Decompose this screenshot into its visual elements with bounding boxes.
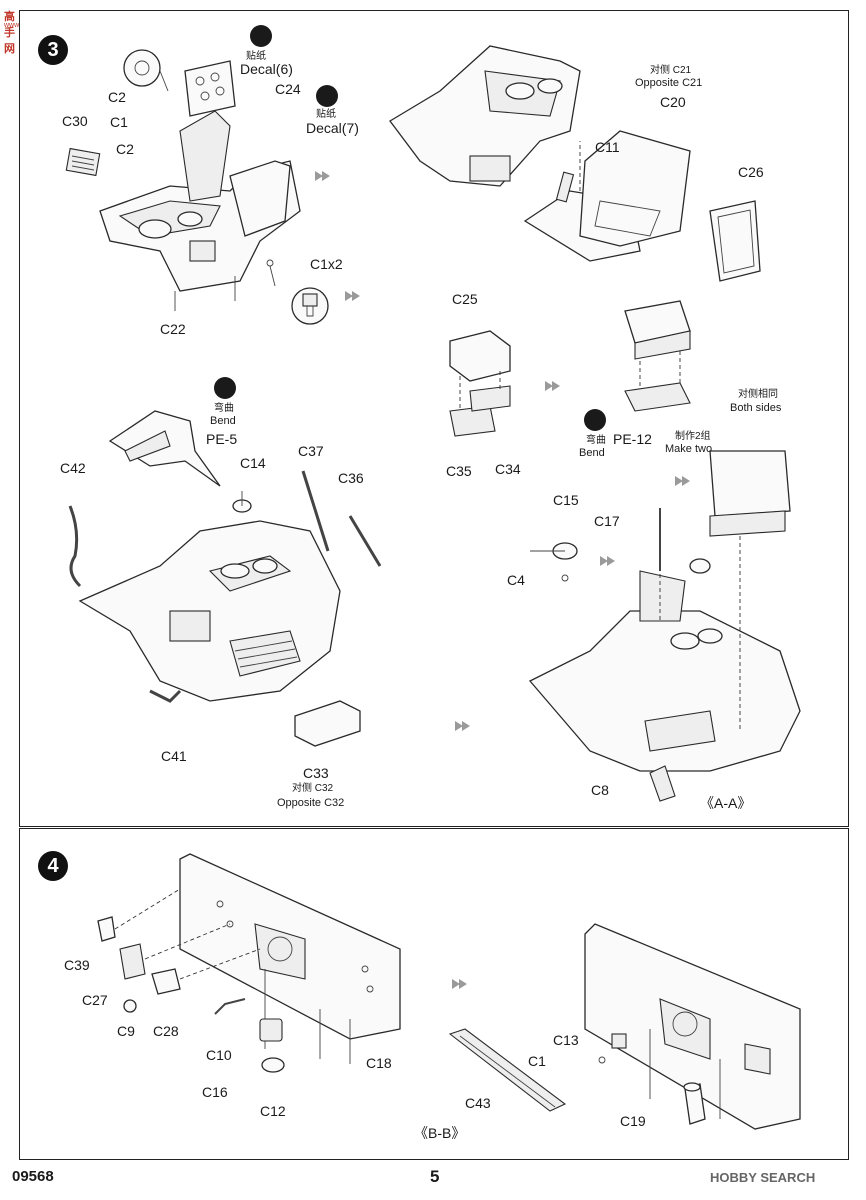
label-c9: C9 bbox=[117, 1023, 135, 1039]
bend2-cn: 弯曲 bbox=[586, 435, 606, 446]
parts-c39-c27-c28-c9 bbox=[97, 888, 261, 1013]
label-c10: C10 bbox=[206, 1047, 232, 1063]
decal7-cn: 贴纸 bbox=[316, 109, 336, 120]
opposite-c32-cn: 对侧 C32 bbox=[292, 783, 334, 794]
cab-floor-assembly-bottomleft bbox=[78, 520, 341, 702]
step-3-panel: 3 C30 C2 C1 C2 C24 C22 C1x2 贴纸 Decal(6) … bbox=[19, 10, 849, 827]
section-aa-label: 《A-A》 bbox=[700, 795, 752, 811]
label-bend: Bend bbox=[579, 447, 605, 459]
product-code: 09568 bbox=[12, 1168, 54, 1185]
label-c28: C28 bbox=[153, 1023, 179, 1039]
label-opposite-c21: Opposite C21 bbox=[635, 77, 703, 89]
step-3-number: 3 bbox=[38, 35, 68, 65]
label-make-two: Make two bbox=[665, 443, 713, 455]
label-bend: Bend bbox=[210, 415, 236, 427]
label-c33: C33 bbox=[303, 765, 329, 781]
opposite-c21-cn: 对侧 C21 bbox=[650, 65, 692, 76]
parts-c37-c36 bbox=[301, 470, 382, 567]
part-pe12 bbox=[624, 382, 691, 412]
label-c26: C26 bbox=[738, 164, 764, 180]
decal6-cn: 贴纸 bbox=[246, 51, 266, 62]
label-pe12: PE-12 bbox=[613, 431, 652, 447]
part-c33 bbox=[294, 700, 361, 747]
part-c11 bbox=[555, 171, 575, 203]
label-c22: C22 bbox=[160, 321, 186, 337]
label-c1: C1 bbox=[528, 1053, 546, 1069]
flow-arrows bbox=[315, 171, 690, 731]
part-c30 bbox=[65, 147, 101, 177]
label-c16: C16 bbox=[202, 1084, 228, 1100]
label-c1: C1 bbox=[110, 114, 128, 130]
label-c36: C36 bbox=[338, 470, 364, 486]
part-c20 bbox=[579, 130, 691, 247]
firewall-left-c18 bbox=[179, 853, 401, 1064]
label-c2: C2 bbox=[108, 89, 126, 105]
label-c20: C20 bbox=[660, 94, 686, 110]
cab-floor-assembly-topleft bbox=[99, 110, 301, 311]
label-c2: C2 bbox=[116, 141, 134, 157]
step-3-drawing bbox=[65, 45, 801, 802]
parts-c13-c1-c19 bbox=[598, 1033, 706, 1125]
dashboard-c24 bbox=[184, 60, 236, 117]
label-c35: C35 bbox=[446, 463, 472, 479]
firewall-right bbox=[584, 923, 801, 1130]
pe5-callout bbox=[108, 410, 221, 487]
part-c14 bbox=[232, 491, 252, 513]
label-c37: C37 bbox=[298, 443, 324, 459]
bend-icon bbox=[584, 409, 606, 431]
decal-icon bbox=[250, 25, 272, 47]
label-decal6: Decal(6) bbox=[240, 61, 293, 77]
step-4-number: 4 bbox=[38, 851, 68, 881]
label-c43: C43 bbox=[465, 1095, 491, 1111]
label-c1x2: C1x2 bbox=[310, 256, 343, 272]
part-c26 bbox=[709, 200, 761, 282]
label-c34: C34 bbox=[495, 461, 521, 477]
step-4-drawing bbox=[97, 853, 801, 1130]
parts-c25-c34-c35 bbox=[449, 330, 511, 437]
label-c12: C12 bbox=[260, 1103, 286, 1119]
hobby-search-logo: HOBBY SEARCH bbox=[710, 1170, 816, 1185]
parts-c15-c4-c17-c8 bbox=[530, 508, 711, 802]
label-c8: C8 bbox=[591, 782, 609, 798]
part-c41 bbox=[149, 689, 182, 703]
wheel-detail bbox=[123, 49, 169, 92]
parts-c10-c16-c12 bbox=[214, 998, 285, 1073]
label-c11: C11 bbox=[595, 139, 620, 155]
label-c14: C14 bbox=[240, 455, 266, 471]
label-pe5: PE-5 bbox=[206, 431, 238, 447]
part-c43 bbox=[448, 1028, 567, 1112]
bend1-cn: 弯曲 bbox=[214, 403, 234, 414]
make-two-cn: 制作2组 bbox=[675, 431, 711, 442]
page-number: 5 bbox=[430, 1167, 440, 1186]
watermark-text: 高手网 bbox=[4, 11, 15, 55]
part-c42 bbox=[68, 505, 82, 588]
flow-arrows-step4 bbox=[452, 979, 467, 989]
label-c15: C15 bbox=[553, 492, 579, 508]
section-bb-label: 《B-B》 bbox=[414, 1125, 466, 1141]
label-c18: C18 bbox=[366, 1055, 392, 1071]
label-c39: C39 bbox=[64, 957, 90, 973]
cab-floor-assembly-bottomright bbox=[528, 450, 801, 772]
bend-icon bbox=[214, 377, 236, 399]
seat-cushion bbox=[624, 300, 691, 391]
step-4-panel: 4 C39 C27 C28 C9 C10 C16 C12 C18 C43 C13… bbox=[19, 828, 849, 1160]
decal-icon bbox=[316, 85, 338, 107]
part-c1x2-detail bbox=[266, 259, 329, 325]
label-opposite-c32: Opposite C32 bbox=[277, 797, 345, 809]
label-c13: C13 bbox=[553, 1032, 579, 1048]
label-c27: C27 bbox=[82, 992, 108, 1008]
label-c30: C30 bbox=[62, 113, 88, 129]
label-c24: C24 bbox=[275, 81, 301, 97]
label-both-sides: Both sides bbox=[730, 402, 782, 414]
label-c41: C41 bbox=[161, 748, 187, 764]
both-sides-cn: 对侧相同 bbox=[738, 389, 778, 400]
label-c25: C25 bbox=[452, 291, 478, 307]
label-c19: C19 bbox=[620, 1113, 646, 1129]
label-decal7: Decal(7) bbox=[306, 120, 359, 136]
label-c17: C17 bbox=[594, 513, 620, 529]
label-c42: C42 bbox=[60, 460, 86, 476]
label-c4: C4 bbox=[507, 572, 525, 588]
